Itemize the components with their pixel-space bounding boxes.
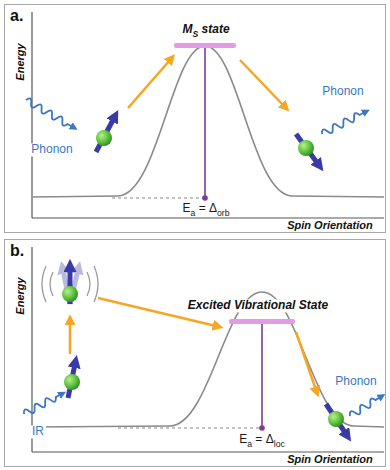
- barrier-height-line: [204, 46, 206, 198]
- transition-arrow: [240, 60, 284, 106]
- transition-arrow: [128, 60, 170, 108]
- energy-axis: [31, 12, 32, 218]
- panel-letter: b.: [8, 242, 26, 260]
- activation-energy: Ea = Δorb: [181, 202, 232, 215]
- barrier-dot: [202, 195, 208, 201]
- phonon-label: Phonon: [333, 375, 378, 388]
- phonon-wave: [24, 97, 74, 130]
- panel-b-art: [22, 247, 384, 452]
- spin-ball: [298, 140, 314, 156]
- ir-label: IR: [30, 425, 46, 438]
- panel-letter: a.: [8, 7, 25, 25]
- phonon-label: Phonon: [320, 85, 365, 98]
- axis-label: Spin Orientation: [285, 219, 375, 231]
- spin-arrow: [296, 134, 318, 164]
- spin-ball: [64, 374, 80, 390]
- state-bar: [174, 43, 236, 48]
- activation-energy: Ea = Δloc: [237, 433, 287, 446]
- baseline-dashed: [112, 197, 205, 198]
- state-bar: [229, 319, 295, 324]
- barrier-height-line: [261, 322, 263, 428]
- state-label: Excited Vibrational State: [186, 299, 330, 312]
- phonon-wave: [348, 394, 382, 419]
- axis-label: Energy: [14, 41, 26, 82]
- panel-a-art: [24, 12, 384, 218]
- phonon-wave: [320, 109, 366, 137]
- energy-axis: [31, 247, 32, 452]
- phonon-label: Phonon: [29, 143, 74, 156]
- spin-ball: [328, 411, 344, 427]
- axis-label: Energy: [14, 275, 26, 316]
- energy-barrier-curve: [33, 292, 384, 427]
- spin-arrow: [96, 118, 114, 152]
- state-label: MS state: [180, 23, 231, 36]
- transition-arrow: [296, 332, 316, 390]
- energy-barrier-curve: [33, 46, 384, 197]
- transition-arrow: [69, 322, 72, 354]
- ir-wave: [22, 391, 62, 417]
- panel-frame: a.EnergyMS statePhononPhononEa = ΔorbSpi…: [4, 4, 386, 233]
- spin-arrow: [326, 404, 346, 434]
- vibrating-spin: [42, 266, 98, 304]
- spin-ball: [96, 130, 112, 146]
- panel-frame: b. EnergyExcited Vibrational StateIR Phono…: [4, 239, 386, 467]
- baseline-dashed: [118, 427, 262, 428]
- barrier-dot: [259, 425, 265, 431]
- axis-label: Spin Orientation: [285, 453, 375, 465]
